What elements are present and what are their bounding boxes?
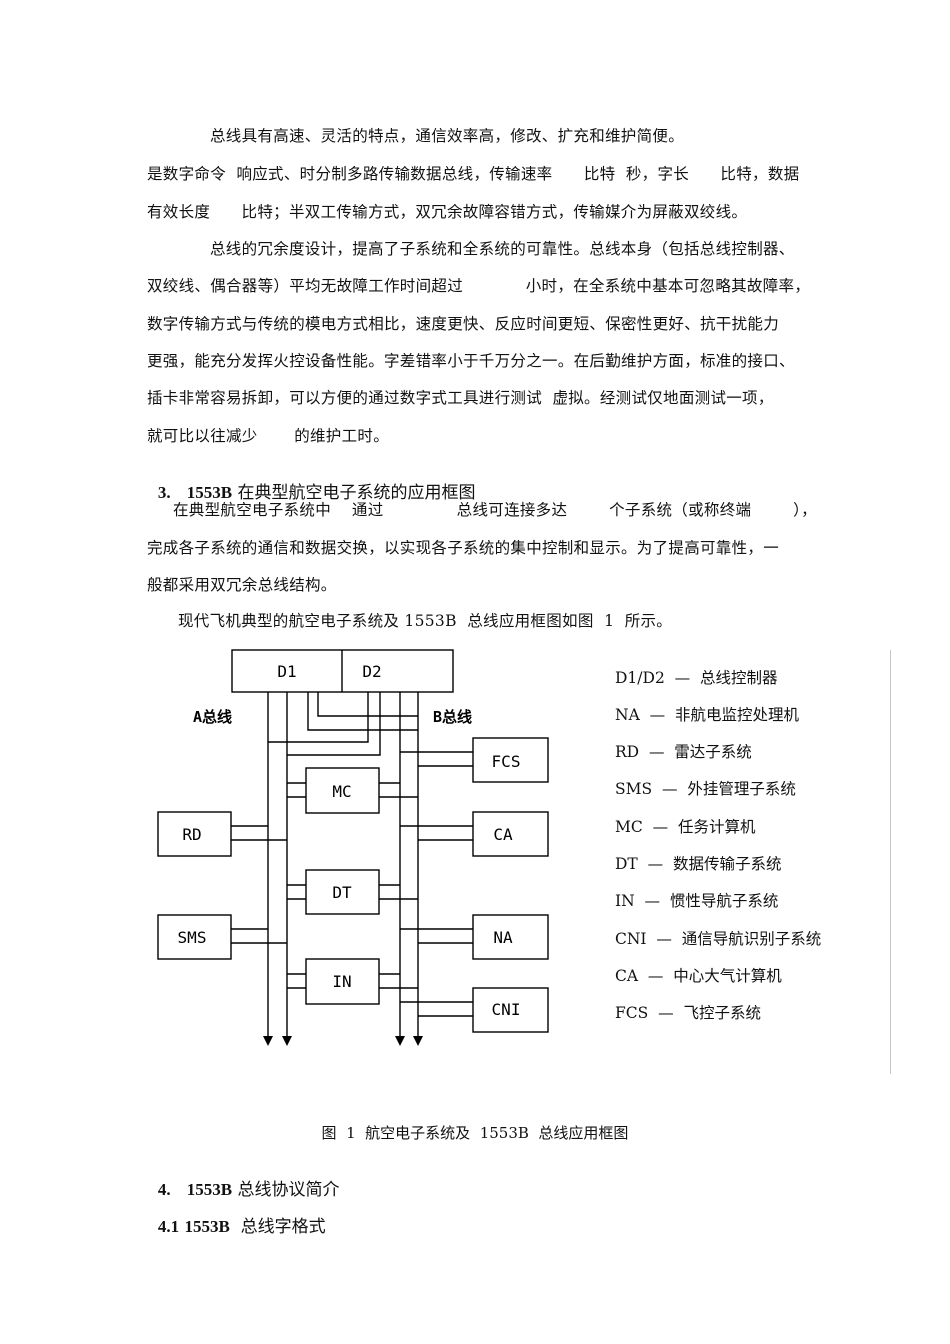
paragraph-line: 有效长度 比特；半双工传输方式，双冗余故障容错方式，传输媒介为屏蔽双绞线。 <box>147 203 748 221</box>
paragraph-line: 是数字命令 响应式、时分制多路传输数据总线，传输速率 比特 秒，字长 比特，数据 <box>147 165 800 183</box>
paragraph-line: 就可比以往减少 的维护工时。 <box>147 427 389 445</box>
heading-number: 4.1 <box>157 1217 180 1236</box>
paragraph-line: 般都采用双冗余总线结构。 <box>147 576 337 594</box>
section-heading-4: 4. 1553B 总线协议简介 <box>147 1155 340 1200</box>
ca-label: CA <box>493 825 513 844</box>
paragraph-line: 插卡非常容易拆卸，可以方便的通过数字式工具进行测试 虚拟。经测试仅地面测试一项， <box>147 389 774 407</box>
heading-keyword: 1553B <box>186 483 233 502</box>
rd-label: RD <box>182 825 201 844</box>
paragraph-line: 总线的冗余度设计，提高了子系统和全系统的可靠性。总线本身（包括总线控制器、 <box>210 240 795 258</box>
legend-item: D1/D2 — 总线控制器 <box>615 669 778 687</box>
legend-item: CNI — 通信导航识别子系统 <box>615 930 822 948</box>
bus-b-label: B总线 <box>433 708 472 726</box>
d2-label: D2 <box>362 662 381 681</box>
dt-label: DT <box>332 883 352 902</box>
rd-box <box>157 811 232 857</box>
legend-item: IN — 惯性导航子系统 <box>615 892 779 910</box>
section-heading-4-1: 4.1 1553B 总线字格式 <box>147 1192 326 1237</box>
paragraph-line: 更强，能充分发挥火控设备性能。字差错率小于千万分之一。在后勤维护方面，标准的接口… <box>147 352 795 370</box>
sms-box <box>157 914 232 960</box>
bus-terminator-arrow <box>413 1036 423 1046</box>
legend-item: SMS — 外挂管理子系统 <box>615 780 796 798</box>
legend-item: DT — 数据传输子系统 <box>615 855 782 873</box>
na-box <box>472 914 549 960</box>
legend-item: FCS — 飞控子系统 <box>615 1004 761 1022</box>
na-label: NA <box>493 928 513 947</box>
cni-box <box>472 987 549 1033</box>
heading-keyword: 1553B <box>184 1217 230 1236</box>
mc-label: MC <box>332 782 351 801</box>
dt-box <box>305 869 380 915</box>
bus-terminator-arrow <box>263 1036 273 1046</box>
paragraph-line: 完成各子系统的通信和数据交换，以实现各子系统的集中控制和显示。为了提高可靠性，一 <box>147 539 780 557</box>
bus-diagram: D1 D2 MC DT IN RD SMS FCS CA NA CNI A总线 … <box>157 649 549 1046</box>
ca-box <box>472 811 549 857</box>
fcs-label: FCS <box>492 752 521 771</box>
paragraph-line: 总线具有高速、灵活的特点，通信效率高，修改、扩充和维护简便。 <box>210 127 685 145</box>
legend-item: CA — 中心大气计算机 <box>615 967 782 985</box>
paragraph-line: 数字传输方式与传统的模电方式相比，速度更快、反应时间更短、保密性更好、抗干扰能力 <box>147 315 780 333</box>
paragraph-line: 双绞线、偶合器等）平均无故障工作时间超过 小时，在全系统中基本可忽略其故障率， <box>147 277 811 295</box>
heading-number: 4. <box>157 1180 171 1199</box>
heading-text: 总线协议简介 <box>232 1180 340 1200</box>
paragraph-line: 在典型航空电子系统中 通过 总线可连接多达 个子系统（或称终端 ）， <box>173 501 817 519</box>
cni-label: CNI <box>492 1000 521 1019</box>
heading-keyword: 1553B <box>186 1180 233 1199</box>
sms-label: SMS <box>178 928 207 947</box>
heading-text: 在典型航空电子系统的应用框图 <box>232 483 476 503</box>
legend-item: NA — 非航电监控处理机 <box>615 706 799 724</box>
heading-text: 总线字格式 <box>229 1217 326 1237</box>
paragraph-line: 现代飞机典型的航空电子系统及 1553B 总线应用框图如图 1 所示。 <box>178 612 673 630</box>
mc-box <box>305 767 380 814</box>
legend-item: RD — 雷达子系统 <box>615 743 752 761</box>
bus-terminator-arrow <box>282 1036 292 1046</box>
in-box <box>305 958 380 1005</box>
frame-divider <box>890 650 891 1074</box>
in-label: IN <box>332 972 351 991</box>
bus-terminator-arrow <box>395 1036 405 1046</box>
section-heading-3: 3. 1553B 在典型航空电子系统的应用框图 <box>147 458 476 503</box>
fcs-box <box>472 737 549 783</box>
heading-number: 3. <box>157 483 171 502</box>
figure-caption: 图 1 航空电子系统及 1553B 总线应用框图 <box>321 1124 629 1142</box>
legend-item: MC — 任务计算机 <box>615 818 756 836</box>
bus-a-label: A总线 <box>193 708 232 726</box>
d1-label: D1 <box>277 662 296 681</box>
